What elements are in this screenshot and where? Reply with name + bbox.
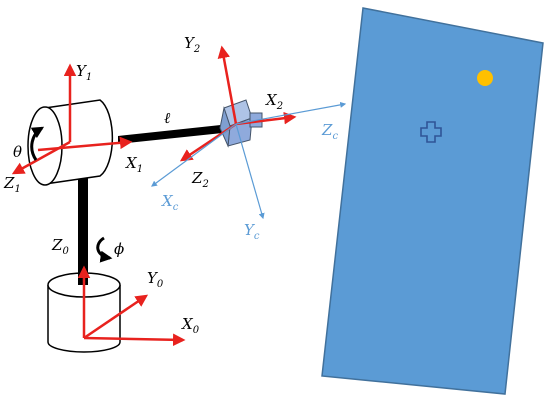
- target-panel: [321, 7, 544, 395]
- horizontal-link: [118, 124, 232, 144]
- label-y2: Y2: [184, 34, 200, 55]
- label-zc: Zc: [321, 121, 338, 142]
- curved-arrow-icon: [96, 236, 113, 263]
- label-theta: θ: [13, 143, 22, 161]
- cross-outline-icon: [420, 121, 442, 143]
- label-x0: X0: [181, 315, 200, 336]
- label-xc: Xc: [161, 192, 179, 213]
- curved-arrow-icon: [30, 126, 45, 161]
- label-y0: Y0: [147, 269, 164, 290]
- yellow-dot-icon: [477, 70, 493, 86]
- label-y1: Y1: [76, 62, 92, 83]
- joint1-cylinder: [27, 99, 114, 186]
- label-x1: X1: [125, 154, 143, 175]
- label-link-length: ℓ: [164, 109, 170, 127]
- label-z2: Z2: [191, 169, 209, 190]
- label-x2: X2: [265, 91, 283, 112]
- label-z0: Z0: [51, 236, 69, 257]
- label-z1: Z1: [3, 174, 21, 195]
- camera-frame-axes: [151, 101, 347, 220]
- joint1-frame-axes: [11, 63, 133, 175]
- label-phi: ϕ: [114, 240, 124, 258]
- camera-body: [219, 99, 263, 148]
- label-yc: Yc: [244, 221, 260, 242]
- base-frame-axes: [77, 265, 186, 347]
- vertical-link: [78, 178, 88, 285]
